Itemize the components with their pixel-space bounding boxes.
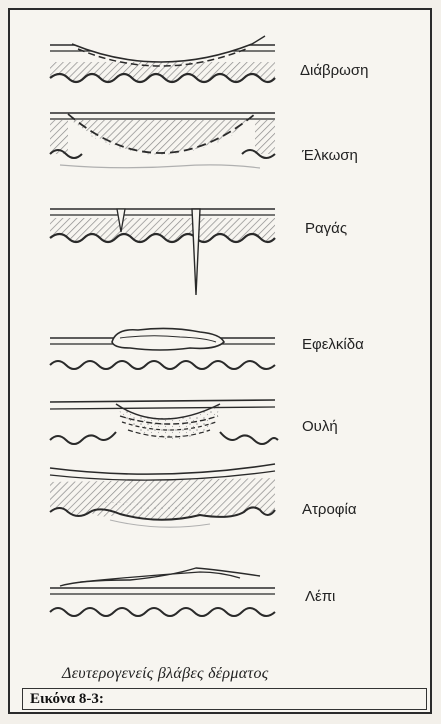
lesion-label-diavrosi: Διάβρωση bbox=[300, 62, 369, 79]
atrophy-illustration bbox=[50, 464, 275, 527]
ulcer-illustration bbox=[50, 113, 275, 168]
erosion-illustration bbox=[50, 36, 275, 82]
lesion-label-elkosi: Έλκωση bbox=[302, 147, 358, 164]
crust-illustration bbox=[50, 328, 275, 369]
figure-frame: Διάβρωση Έλκωση Ραγάς Εφελκίδα Ουλή Ατρο… bbox=[8, 8, 432, 714]
scale-illustration bbox=[50, 568, 275, 616]
fissure-illustration bbox=[50, 209, 275, 295]
figure-label-box: Εικόνα 8-3: bbox=[22, 688, 427, 710]
lesion-label-oyli: Ουλή bbox=[302, 418, 338, 435]
lesion-label-efelkida: Εφελκίδα bbox=[302, 336, 364, 353]
figure-label: Εικόνα 8-3: bbox=[30, 691, 104, 708]
skin-lesion-diagram bbox=[20, 20, 440, 670]
scar-illustration bbox=[50, 400, 278, 444]
lesion-label-ragas: Ραγάς bbox=[305, 220, 347, 237]
lesion-label-atrofia: Ατροφία bbox=[302, 501, 357, 518]
figure-caption: Δευτερογενείς βλάβες δέρματος bbox=[62, 665, 269, 683]
lesion-label-lepi: Λέπι bbox=[305, 588, 335, 605]
